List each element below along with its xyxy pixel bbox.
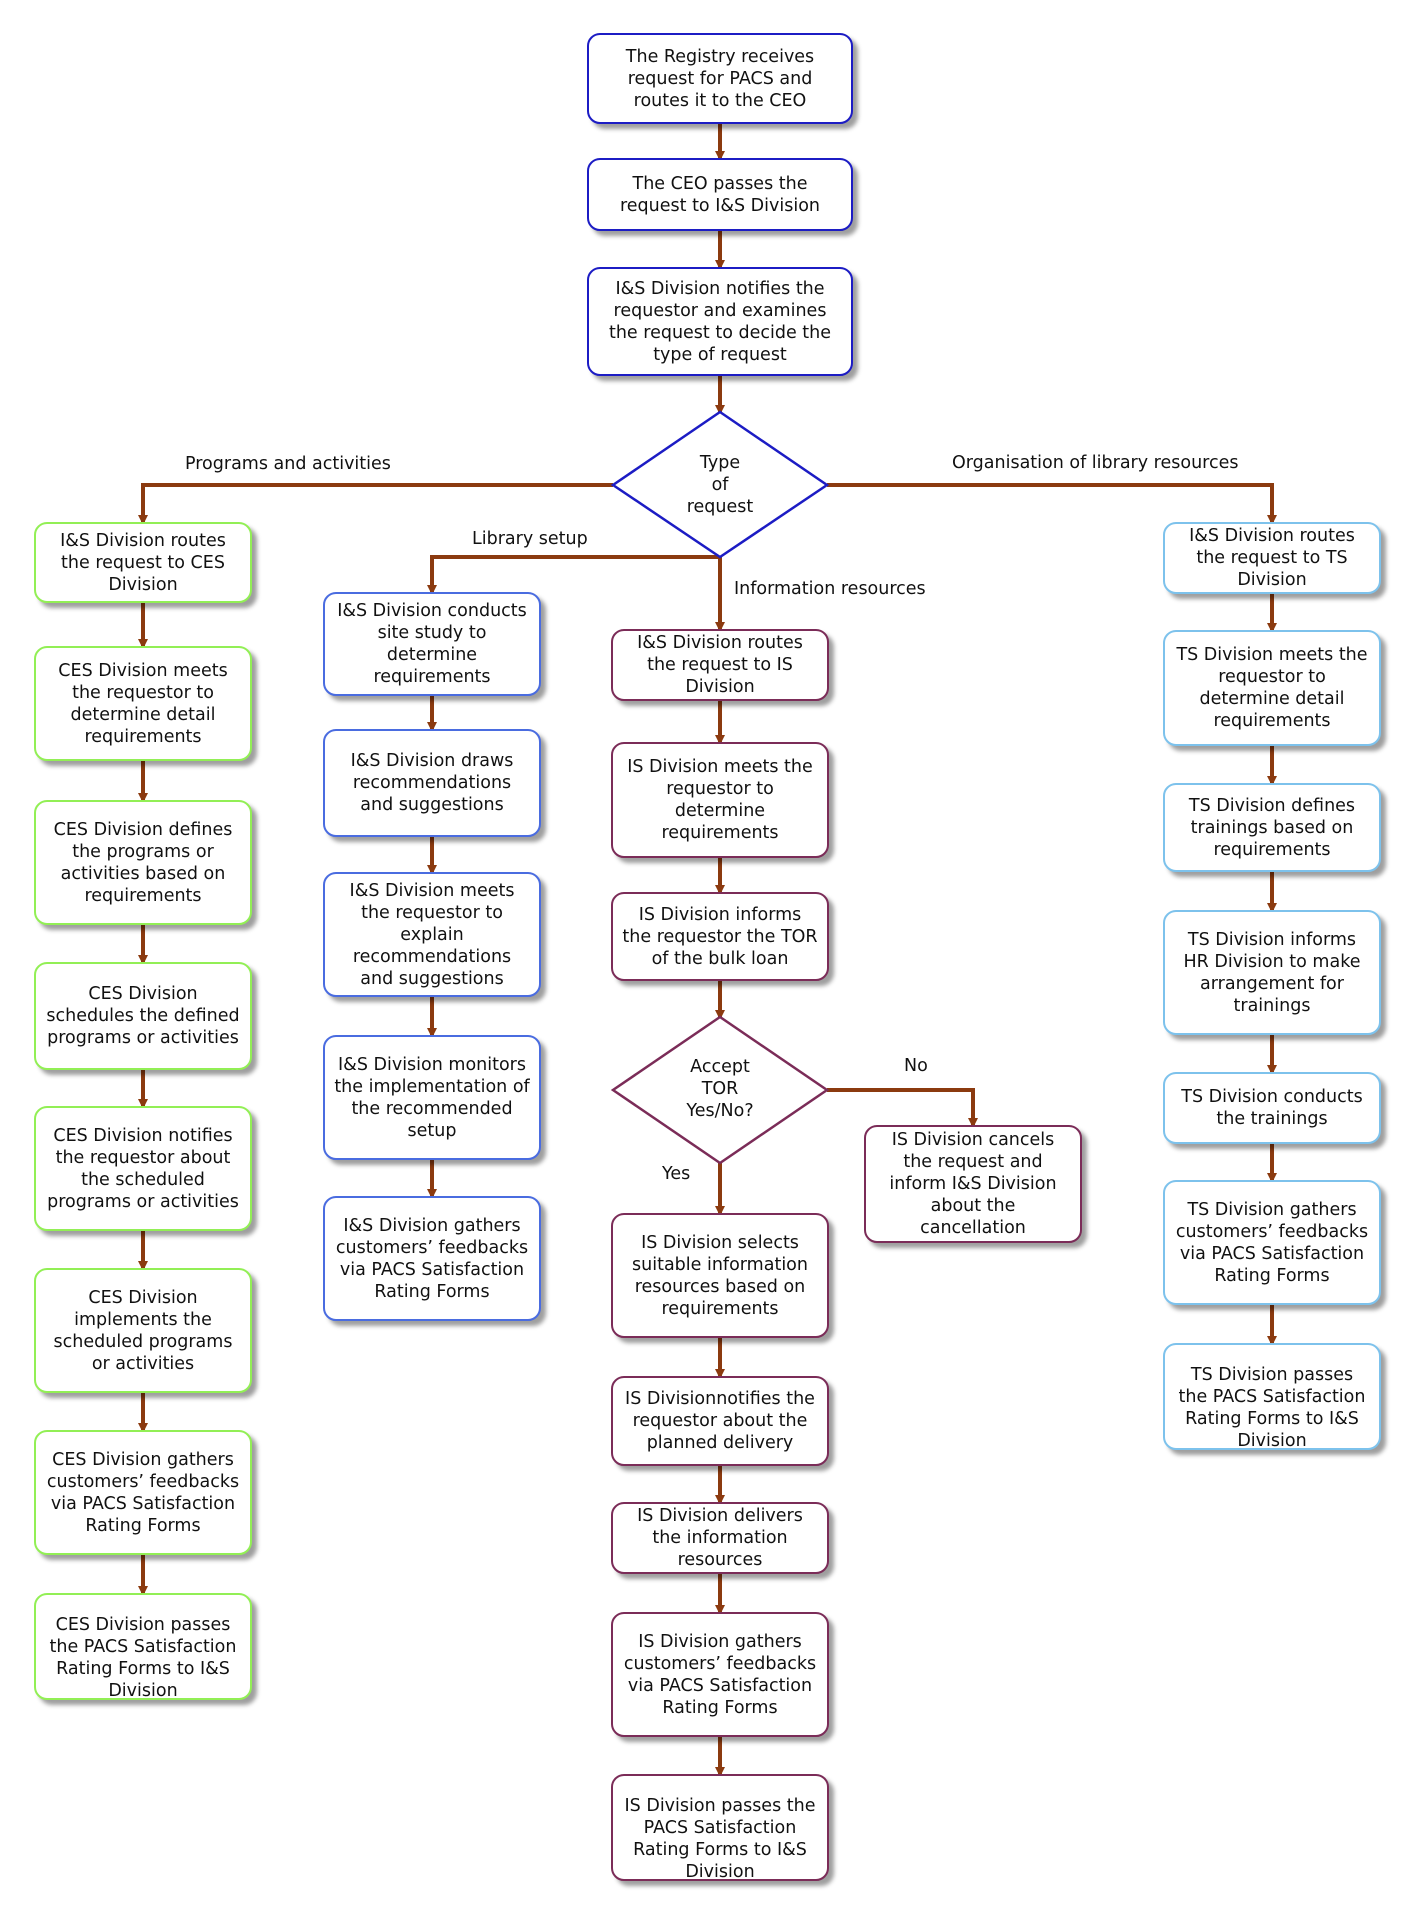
- ts-step-7: TS Division passes the PACS Satisfaction…: [1163, 1343, 1381, 1450]
- ts-step-5: TS Division conducts the trainings: [1163, 1072, 1381, 1144]
- ces-step-6: CES Division implements the scheduled pr…: [34, 1268, 252, 1393]
- label-programs-and-activities: Programs and activities: [185, 454, 391, 474]
- is-cancel-request: IS Division cancels the request and info…: [864, 1125, 1082, 1243]
- ces-step-3: CES Division defines the programs or act…: [34, 800, 252, 925]
- decision-accept-tor-text: Accept TOR Yes/No?: [686, 1057, 754, 1121]
- ts-step-3: TS Division defines trainings based on r…: [1163, 783, 1381, 872]
- is-step-2: IS Division meets the requestor to deter…: [611, 742, 829, 858]
- is-step-8: IS Division passes the PACS Satisfaction…: [611, 1774, 829, 1881]
- ces-step-8: CES Division passes the PACS Satisfactio…: [34, 1593, 252, 1700]
- is-step-1: I&S Division routes the request to IS Di…: [611, 629, 829, 701]
- decision-type-of-request: [610, 410, 830, 559]
- ces-step-1: I&S Division routes the request to CES D…: [34, 522, 252, 603]
- ts-step-1: I&S Division routes the request to TS Di…: [1163, 522, 1381, 594]
- label-organisation-of-library-resources: Organisation of library resources: [952, 453, 1239, 473]
- connector-arrow: [138, 483, 613, 525]
- ces-step-5: CES Division notifies the requestor abou…: [34, 1106, 252, 1231]
- library-step-1: I&S Division conducts site study to dete…: [323, 592, 541, 696]
- ts-step-6: TS Division gathers customers’ feedbacks…: [1163, 1180, 1381, 1305]
- ts-step-2: TS Division meets the requestor to deter…: [1163, 630, 1381, 746]
- decision-accept-tor: [610, 1015, 830, 1165]
- ces-step-4: CES Division schedules the defined progr…: [34, 962, 252, 1070]
- ts-step-4: TS Division informs HR Division to make …: [1163, 910, 1381, 1035]
- ces-step-7: CES Division gathers customers’ feedback…: [34, 1430, 252, 1555]
- is-step-3: IS Division informs the requestor the TO…: [611, 892, 829, 981]
- library-step-3: I&S Division meets the requestor to expl…: [323, 872, 541, 997]
- connector-arrow: [427, 555, 720, 595]
- node-registry-receives-request: The Registry receives request for PACS a…: [587, 33, 853, 124]
- label-information-resources: Information resources: [734, 579, 926, 599]
- is-step-6: IS Division delivers the information res…: [611, 1502, 829, 1574]
- node-ceo-passes-request: The CEO passes the request to I&S Divisi…: [587, 158, 853, 231]
- library-step-2: I&S Division draws recommendations and s…: [323, 729, 541, 837]
- connector-arrow: [827, 483, 1277, 525]
- is-step-5: IS Divisionnotifies the requestor about …: [611, 1376, 829, 1466]
- connector-arrow: [827, 1088, 978, 1128]
- decision-type-of-request-text: Type of request: [686, 453, 754, 517]
- ces-step-2: CES Division meets the requestor to dete…: [34, 646, 252, 761]
- label-library-setup: Library setup: [472, 529, 588, 549]
- library-step-5: I&S Division gathers customers’ feedback…: [323, 1196, 541, 1321]
- library-step-4: I&S Division monitors the implementation…: [323, 1035, 541, 1160]
- is-step-7: IS Division gathers customers’ feedbacks…: [611, 1612, 829, 1737]
- node-is-notifies-requestor: I&S Division notifies the requestor and …: [587, 267, 853, 376]
- label-no: No: [904, 1056, 928, 1076]
- label-yes: Yes: [662, 1164, 691, 1184]
- is-step-4: IS Division selects suitable information…: [611, 1213, 829, 1338]
